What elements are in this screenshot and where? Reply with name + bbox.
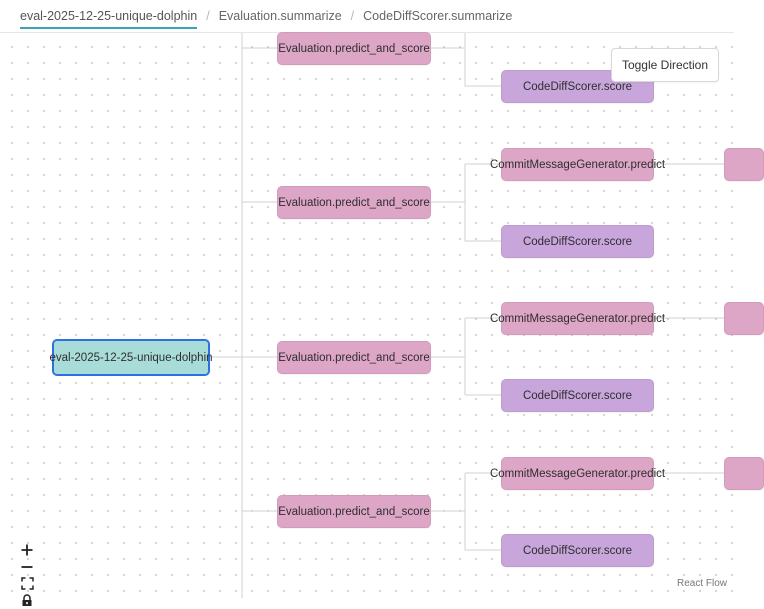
scorer-node[interactable]: CodeDiffScorer.score xyxy=(501,379,654,412)
scorer-node[interactable]: CodeDiffScorer.score xyxy=(501,225,654,258)
generator-node[interactable]: CommitMessageGenerator.predict xyxy=(490,457,665,490)
root-node-label: eval-2025-12-25-unique-dolphin xyxy=(49,351,213,364)
react-flow-attribution[interactable]: React Flow xyxy=(676,578,727,589)
scorer-node-label: CodeDiffScorer.score xyxy=(522,235,633,248)
generator-node-label: CommitMessageGenerator.predict xyxy=(489,467,666,480)
zoom-out-button[interactable] xyxy=(18,558,36,575)
fit-view-icon xyxy=(20,577,34,590)
predict-node[interactable]: Evaluation.predict_and_score xyxy=(277,32,431,65)
root-node[interactable]: eval-2025-12-25-unique-dolphin xyxy=(49,339,213,376)
predict-node[interactable]: Evaluation.predict_and_score xyxy=(277,495,431,528)
scorer-node-label: CodeDiffScorer.score xyxy=(522,80,633,93)
generator-node-label: CommitMessageGenerator.predict xyxy=(489,158,666,171)
child-node-offscreen[interactable] xyxy=(724,302,764,335)
flow-canvas[interactable]: eval-2025-12-25-unique-dolphin Evaluatio… xyxy=(0,32,764,606)
scorer-node[interactable]: CodeDiffScorer.score xyxy=(501,534,654,567)
flow-edges xyxy=(209,33,724,598)
scorer-node-label: CodeDiffScorer.score xyxy=(522,544,633,557)
predict-node-label: Evaluation.predict_and_score xyxy=(278,196,430,209)
breadcrumb-item-codediffscorer-summarize[interactable]: CodeDiffScorer.summarize xyxy=(363,9,513,23)
minus-icon xyxy=(21,565,33,568)
zoom-in-button[interactable] xyxy=(18,541,36,558)
fit-view-button[interactable] xyxy=(18,575,36,592)
flow-controls xyxy=(18,541,36,609)
generator-node[interactable]: CommitMessageGenerator.predict xyxy=(490,148,665,181)
breadcrumb-item-eval[interactable]: eval-2025-12-25-unique-dolphin xyxy=(20,0,198,33)
predict-node-label: Evaluation.predict_and_score xyxy=(278,505,430,518)
toggle-direction-button[interactable]: Toggle Direction xyxy=(610,48,719,82)
predict-node[interactable]: Evaluation.predict_and_score xyxy=(277,341,431,374)
predict-node[interactable]: Evaluation.predict_and_score xyxy=(277,186,431,219)
plus-icon xyxy=(21,544,33,555)
lock-icon xyxy=(22,594,32,606)
generator-node[interactable]: CommitMessageGenerator.predict xyxy=(490,302,665,335)
child-node-offscreen[interactable] xyxy=(724,457,764,490)
breadcrumb-item-evaluation-summarize[interactable]: Evaluation.summarize xyxy=(218,9,342,23)
lock-button[interactable] xyxy=(18,592,36,609)
breadcrumb-separator: / xyxy=(350,9,355,23)
scorer-node-label: CodeDiffScorer.score xyxy=(522,389,633,402)
predict-node-label: Evaluation.predict_and_score xyxy=(278,351,430,364)
breadcrumb-separator: / xyxy=(206,9,210,23)
generator-node-label: CommitMessageGenerator.predict xyxy=(489,312,666,325)
breadcrumb: eval-2025-12-25-unique-dolphin / Evaluat… xyxy=(0,0,734,33)
child-node-offscreen[interactable] xyxy=(724,148,764,181)
predict-node-label: Evaluation.predict_and_score xyxy=(278,42,430,55)
